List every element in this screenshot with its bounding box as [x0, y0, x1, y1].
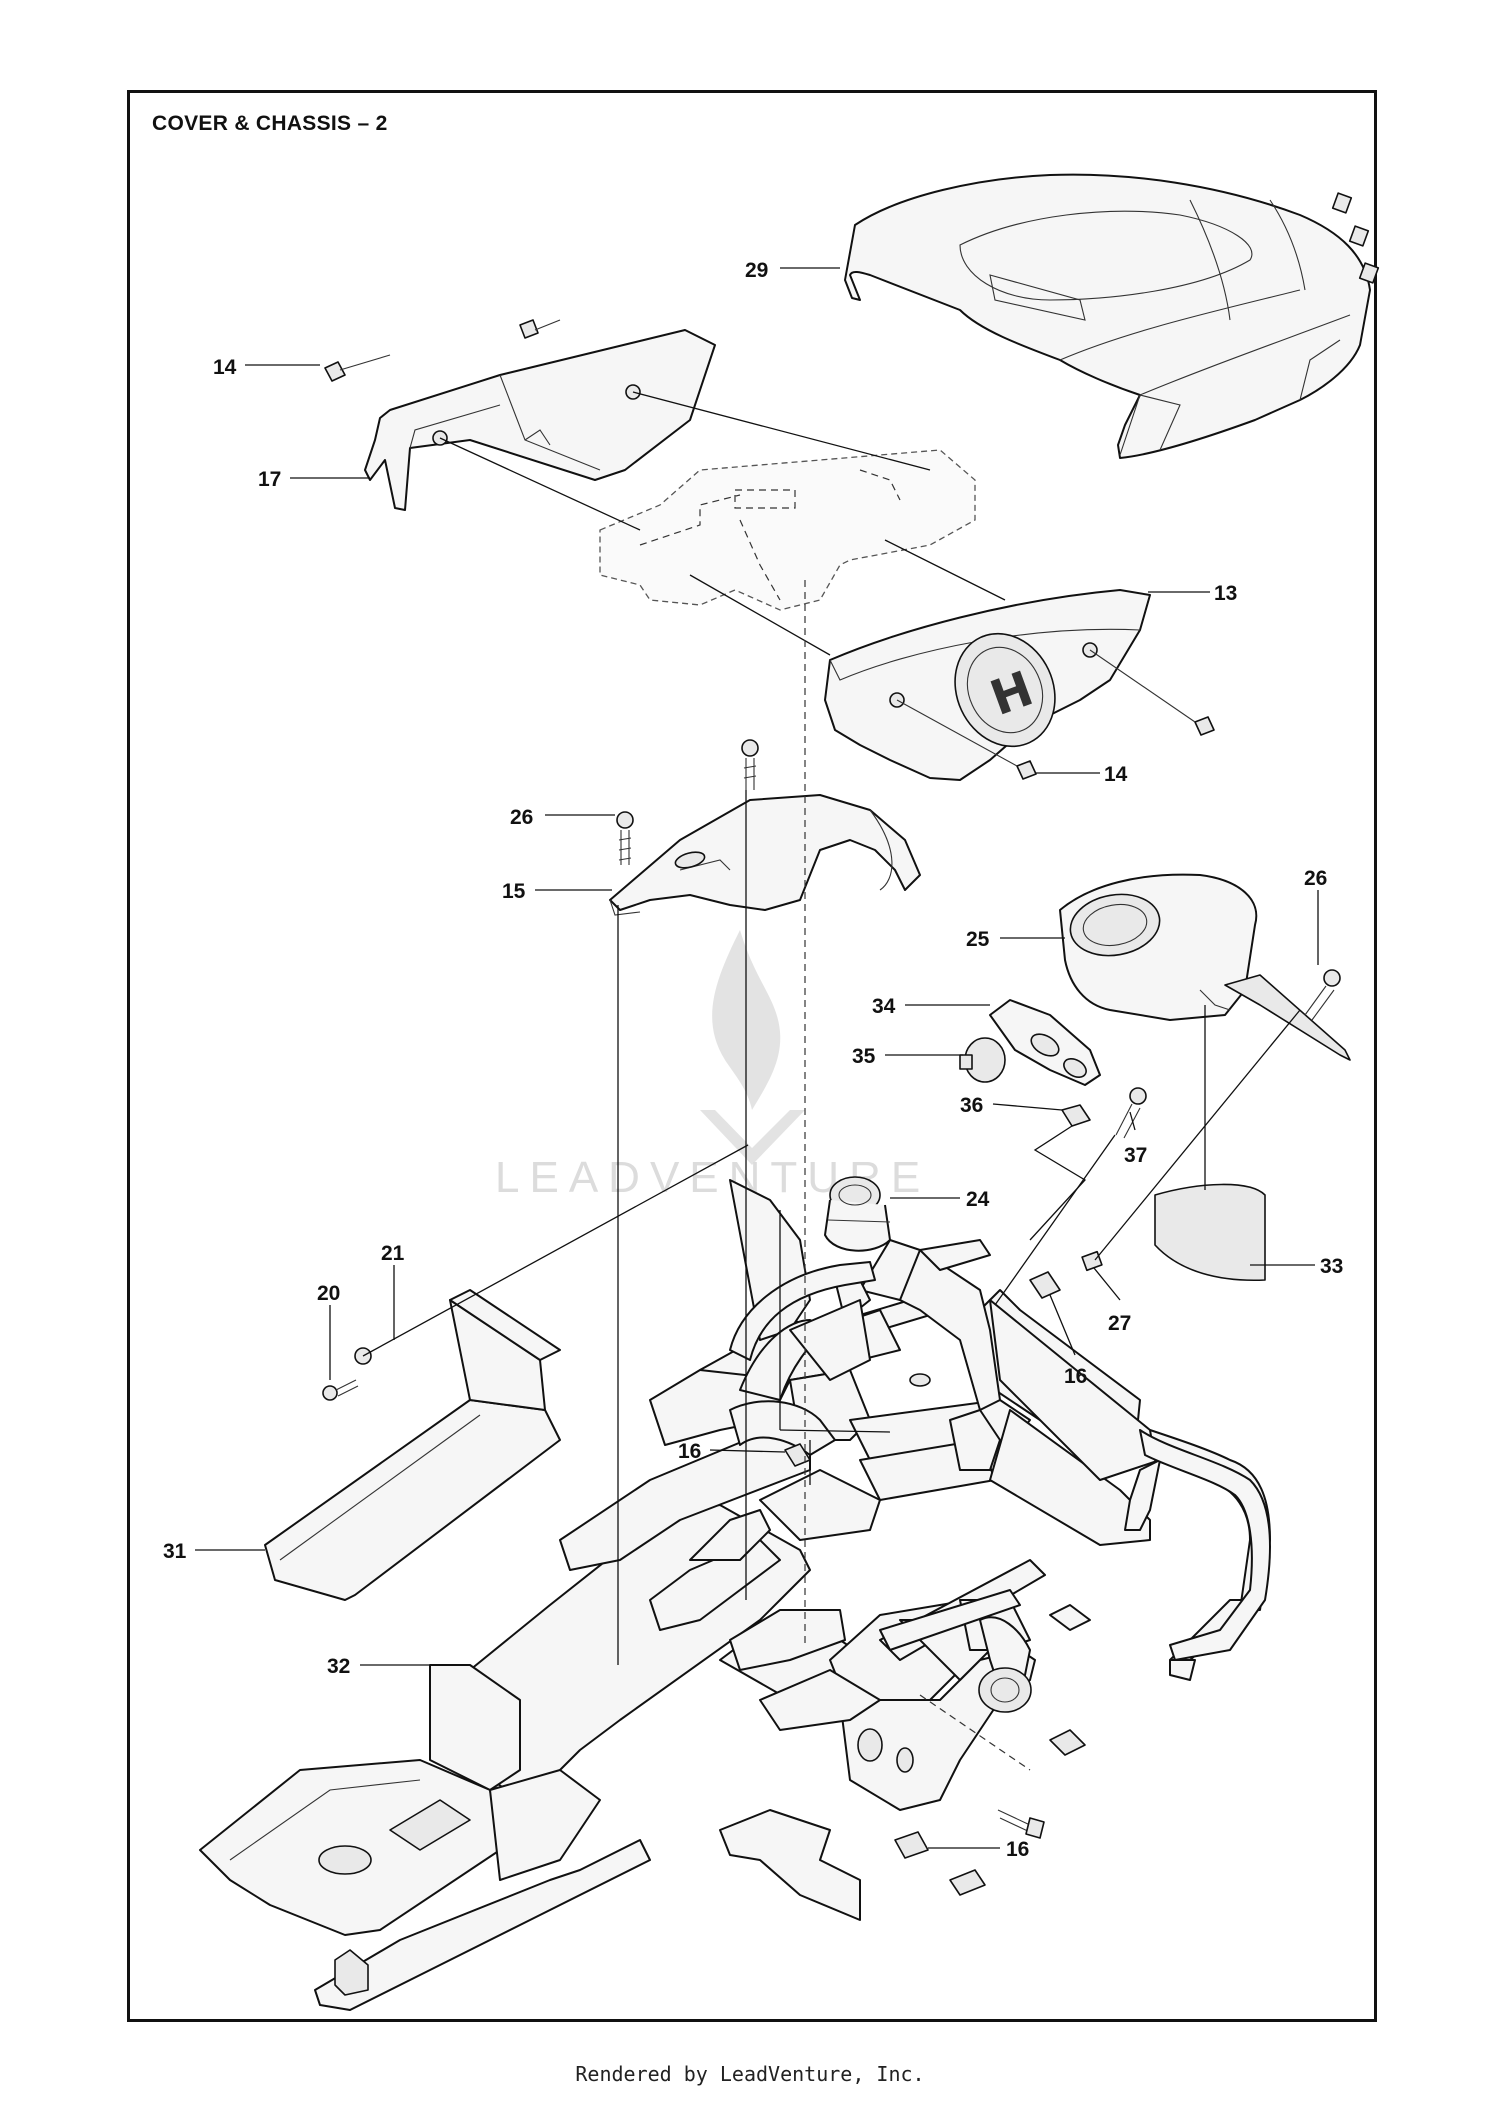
callout-33: 33	[1320, 1255, 1343, 1278]
leader-16b	[709, 1449, 786, 1453]
callout-32: 32	[327, 1655, 350, 1678]
callout-24: 24	[966, 1188, 990, 1211]
assembly-line-l	[1029, 1125, 1087, 1241]
callout-34: 34	[872, 995, 896, 1018]
leader-37	[1129, 1111, 1136, 1131]
assembly-line-j	[1094, 1009, 1301, 1261]
callout-17: 17	[258, 468, 281, 491]
part-37-screw[interactable]	[1115, 1087, 1147, 1139]
part-32-chassis-frame[interactable]	[199, 1179, 1271, 2011]
callout-27: 27	[1108, 1312, 1131, 1335]
callout-13: 13	[1214, 582, 1237, 605]
assembly-line-k	[994, 1134, 1116, 1306]
callout-20: 20	[317, 1282, 340, 1305]
assembly-line-d	[884, 539, 1006, 601]
callout-15: 15	[502, 880, 526, 903]
part-26-screw-right[interactable]	[1304, 969, 1341, 1021]
footer-credit: Rendered by LeadVenture, Inc.	[575, 2062, 925, 2086]
part-25-console-pod[interactable]	[1059, 873, 1351, 1061]
assembly-line-b	[632, 391, 931, 471]
bolt-lower-right	[997, 1809, 1045, 1839]
part-16-clip-c[interactable]	[894, 1831, 929, 1859]
assembly-line-c	[689, 574, 831, 656]
part-33-side-panel[interactable]	[1154, 1183, 1266, 1282]
assembly-line-a	[439, 437, 641, 531]
callout-26a: 26	[510, 806, 533, 829]
part-15-steering-cover[interactable]	[609, 794, 921, 916]
part-35-knob[interactable]	[959, 1037, 1006, 1083]
part-34-switch-housing[interactable]	[989, 999, 1101, 1086]
callout-21: 21	[381, 1242, 405, 1265]
part-13-front-panel[interactable]: H	[824, 589, 1151, 781]
assembly-line-h	[779, 1429, 891, 1433]
hidden-dashboard-part	[599, 449, 976, 611]
part-20-screw[interactable]	[322, 1379, 359, 1401]
page-title: COVER & CHASSIS – 2	[152, 112, 388, 135]
assembly-dash-lower	[919, 1694, 1031, 1771]
leader-27	[1093, 1267, 1121, 1301]
callout-14a: 14	[213, 356, 237, 379]
callout-37: 37	[1124, 1144, 1147, 1167]
handle-tube-right[interactable]	[1139, 1429, 1271, 1661]
assembly-line-m	[362, 1144, 749, 1357]
callout-35: 35	[852, 1045, 876, 1068]
callout-36: 36	[960, 1094, 983, 1117]
callout-16c: 16	[1006, 1838, 1029, 1861]
callout-29: 29	[745, 259, 768, 282]
part-31-floor-plate[interactable]	[264, 1289, 561, 1601]
part-26-screw-left[interactable]	[616, 739, 759, 865]
callout-14b: 14	[1104, 763, 1128, 786]
part-16-clip-a[interactable]	[1029, 1271, 1061, 1299]
part-17-side-bracket[interactable]	[364, 329, 716, 511]
callout-25: 25	[966, 928, 990, 951]
part-27-bushing[interactable]	[1081, 1250, 1103, 1272]
callout-16a: 16	[1064, 1365, 1087, 1388]
part-14-screw-right[interactable]	[896, 649, 1215, 780]
leader-36	[992, 1103, 1063, 1111]
leader-16a	[1049, 1294, 1076, 1356]
part-29-top-cover[interactable]	[844, 173, 1380, 459]
part-14-screw-top-left[interactable]	[324, 319, 561, 382]
callout-16b: 16	[678, 1440, 701, 1463]
callout-31: 31	[163, 1540, 187, 1563]
callout-26b: 26	[1304, 867, 1327, 890]
part-36-clip[interactable]	[1061, 1104, 1091, 1127]
handle-tube-left[interactable]	[729, 1261, 876, 1361]
